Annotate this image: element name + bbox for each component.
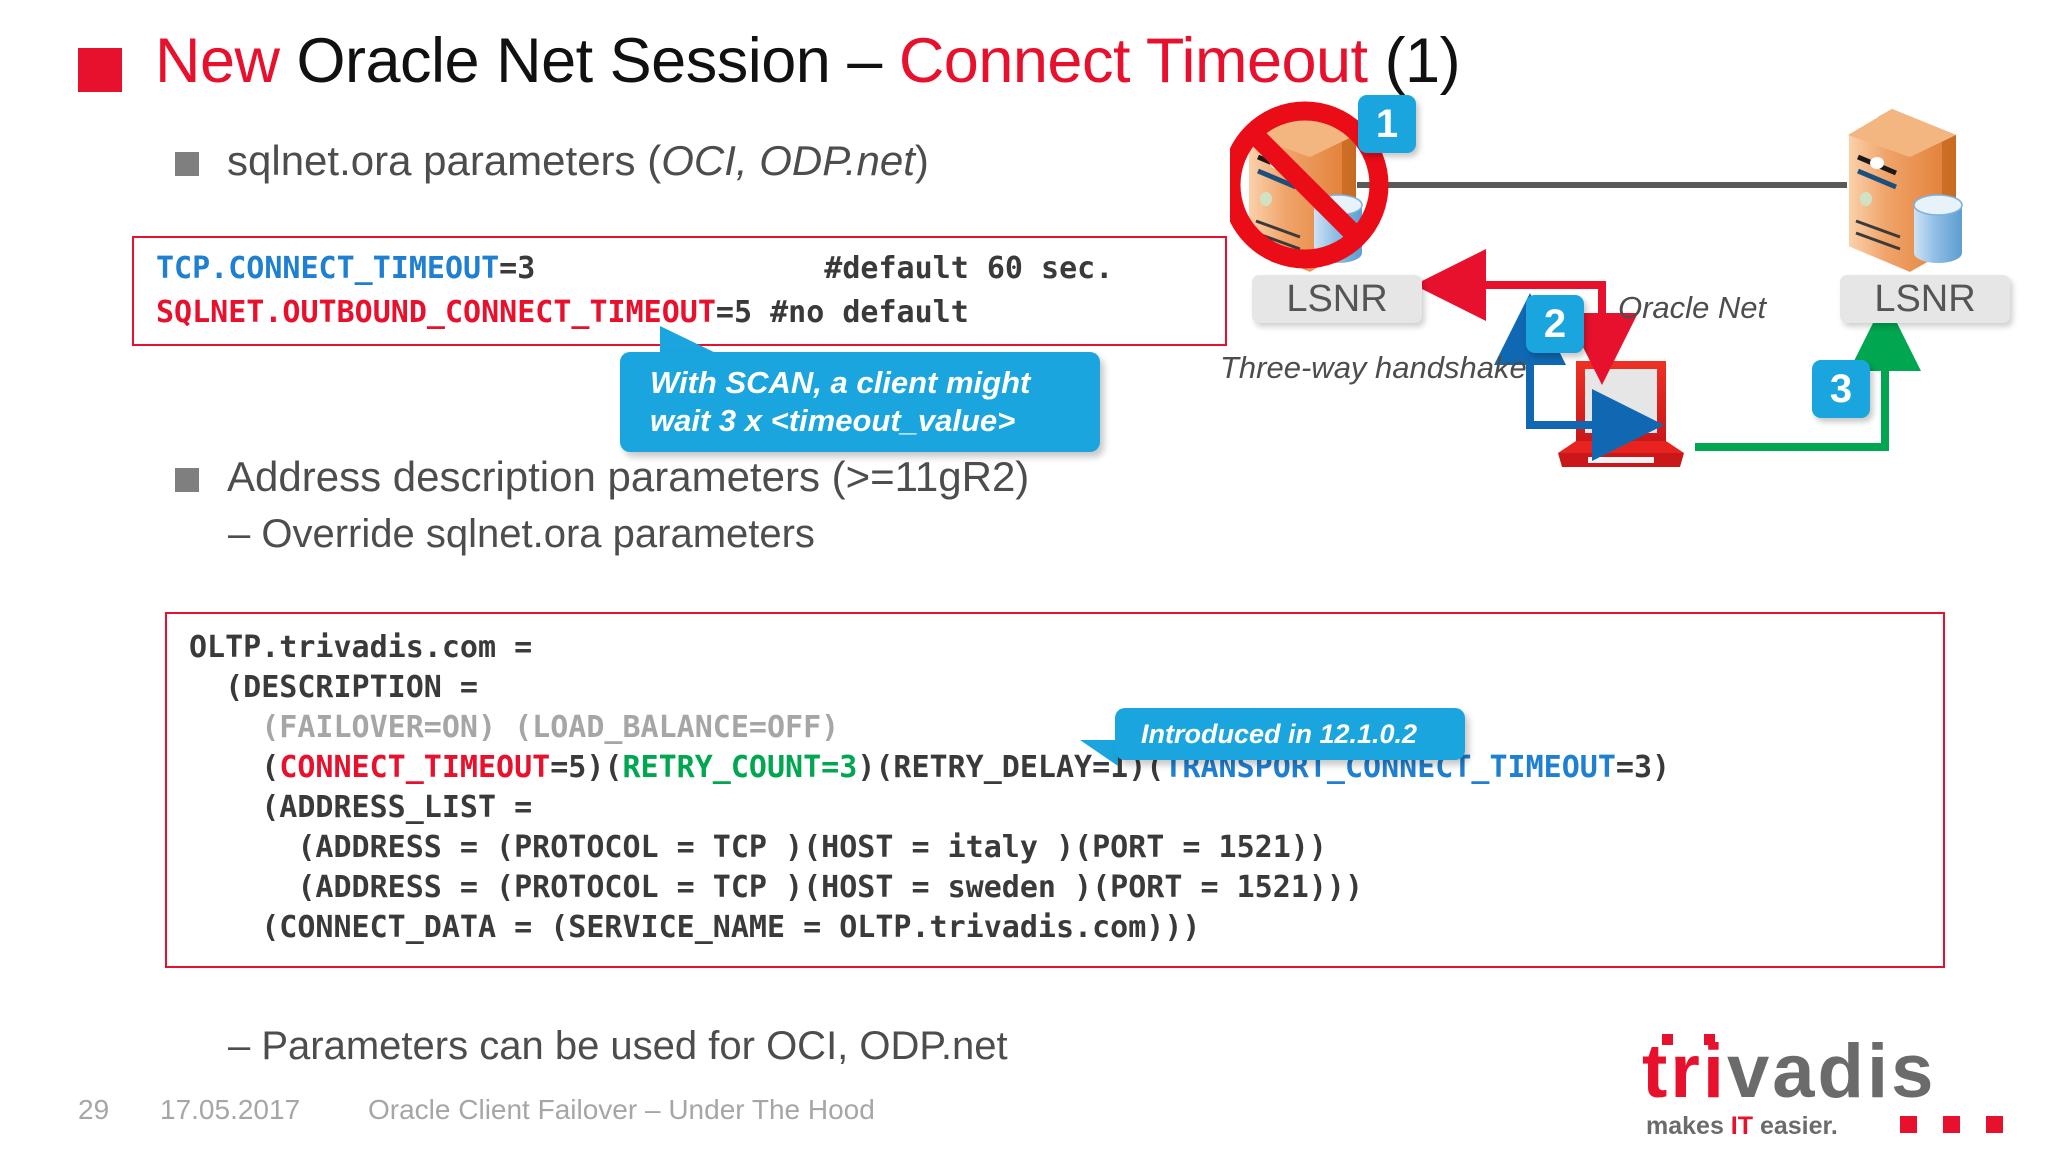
code-line-address-list: (ADDRESS_LIST = (189, 790, 533, 825)
badge-step-2: 2 (1526, 295, 1584, 353)
title-bullet-square (78, 48, 122, 92)
no-entry-icon (1221, 101, 1389, 269)
server-right-icon (1847, 107, 1963, 275)
logo-square-icon (1986, 1116, 2003, 1133)
network-diagram: 1 2 3 LSNR LSNR Oracle Net Three-way han… (1220, 95, 2048, 595)
code-block-sqlnet: TCP.CONNECT_TIMEOUT=3 #default 60 sec.SQ… (132, 236, 1227, 346)
code-value-1: =3 (499, 251, 536, 286)
code-block-tnsnames: OLTP.trivadis.com = (DESCRIPTION = (FAIL… (165, 612, 1945, 968)
square-bullet-icon (175, 468, 199, 492)
footer-date: 17.05.2017 (160, 1094, 301, 1125)
bullet-1-italic: OCI, ODP.net (661, 137, 915, 184)
sub-bullet-parameters-usage: – Parameters can be used for OCI, ODP.ne… (228, 1024, 1008, 1068)
code-line-description: (DESCRIPTION = (189, 670, 478, 705)
code-l4-a: =5)( (550, 750, 623, 785)
laptop-icon (1558, 361, 1684, 467)
logo-tagline: makes IT easier. (1646, 1112, 1838, 1141)
code-line-timeouts: (CONNECT_TIMEOUT=5)(RETRY_COUNT=3)(RETRY… (189, 748, 1943, 788)
logo-square-icon (1900, 1116, 1917, 1133)
code-line-failover: (FAILOVER=ON) (LOAD_BALANCE=OFF) (189, 710, 840, 745)
lsnr-label-right: LSNR (1840, 275, 2010, 323)
code-l4-c: =3) (1615, 750, 1671, 785)
label-three-way-handshake: Three-way handshake (1220, 350, 1527, 385)
code-value-2: =5 (715, 295, 771, 330)
code-pad-1 (535, 251, 824, 286)
trivadis-logo: trivadis makes IT easier. (1642, 1028, 2022, 1141)
callout-scan-line2: wait 3 x <timeout_value> (650, 403, 1016, 438)
badge-step-1: 1 (1358, 95, 1416, 153)
tagline-easier: easier. (1753, 1112, 1838, 1140)
footer-deck-title: Oracle Client Failover – Under The Hood (368, 1094, 875, 1125)
arrow-connect-green (1695, 299, 1921, 451)
tagline-it: IT (1730, 1112, 1754, 1140)
logo-dot-icon (1662, 1034, 1673, 1045)
logo-dot-icon (1704, 1034, 1715, 1045)
callout-introduced-tail-icon (1080, 740, 1118, 766)
code-l4-open: ( (189, 750, 280, 785)
sub-bullet-override: – Override sqlnet.ora parameters (228, 512, 815, 556)
page-title: New Oracle Net Session – Connect Timeout… (155, 26, 1461, 96)
bullet-2-text: Address description parameters (>=11gR2) (227, 453, 1030, 500)
logo-squares (1900, 1116, 2003, 1133)
bullet-1-end: ) (914, 137, 929, 184)
title-part-index: (1) (1367, 26, 1461, 96)
code-line-tcp-connect-timeout: TCP.CONNECT_TIMEOUT=3 #default 60 sec. (156, 247, 1225, 291)
diagram-svg (1221, 101, 1963, 467)
bullet-sqlnet-parameters: sqlnet.ora parameters (OCI, ODP.net) (175, 136, 929, 186)
tagline-makes: makes (1646, 1112, 1731, 1140)
logo-wordmark: trivadis (1642, 1028, 1936, 1115)
title-part-middle: Oracle Net Session – (279, 26, 899, 96)
code-param-retry-count: RETRY_COUNT=3 (622, 750, 858, 785)
code-line-connect-data: (CONNECT_DATA = (SERVICE_NAME = OLTP.tri… (189, 910, 1201, 945)
code-line-sqlnet-outbound: SQLNET.OUTBOUND_CONNECT_TIMEOUT=5 #no de… (156, 291, 1225, 335)
label-oracle-net: Oracle Net (1618, 290, 1767, 325)
logo-word-vadis: vadis (1727, 1029, 1937, 1114)
code-param-sqlnet-outbound: SQLNET.OUTBOUND_CONNECT_TIMEOUT (156, 295, 716, 330)
bullet-1-text: sqlnet.ora parameters (OCI, ODP.net) (227, 136, 929, 186)
title-part-new: New (155, 26, 280, 96)
code-comment-2: #no default (770, 295, 969, 330)
callout-scan-line1: With SCAN, a client might (650, 365, 1031, 400)
code-line-address-italy: (ADDRESS = (PROTOCOL = TCP )(HOST = ital… (189, 830, 1327, 865)
square-bullet-icon (175, 152, 199, 176)
database-cylinder-icon (1913, 194, 1963, 263)
bullet-address-description: Address description parameters (>=11gR2) (175, 452, 1029, 502)
code-param-connect-timeout: CONNECT_TIMEOUT (279, 750, 551, 785)
callout-scan-tail-icon (660, 326, 722, 356)
callout-introduced-version: Introduced in 12.1.0.2 (1115, 708, 1465, 760)
badge-step-3: 3 (1812, 360, 1870, 418)
bullet-1-main: sqlnet.ora parameters ( (227, 137, 662, 184)
logo-square-icon (1943, 1116, 1960, 1133)
code-comment-1: #default 60 sec. (824, 251, 1114, 286)
lsnr-label-left: LSNR (1252, 275, 1422, 323)
title-part-connect-timeout: Connect Timeout (898, 26, 1368, 96)
code-line-address-sweden: (ADDRESS = (PROTOCOL = TCP )(HOST = swed… (189, 870, 1363, 905)
code-line-oltp: OLTP.trivadis.com = (189, 630, 533, 665)
code-param-tcp-connect-timeout: TCP.CONNECT_TIMEOUT (156, 251, 500, 286)
footer-page-number: 29 (78, 1094, 110, 1125)
